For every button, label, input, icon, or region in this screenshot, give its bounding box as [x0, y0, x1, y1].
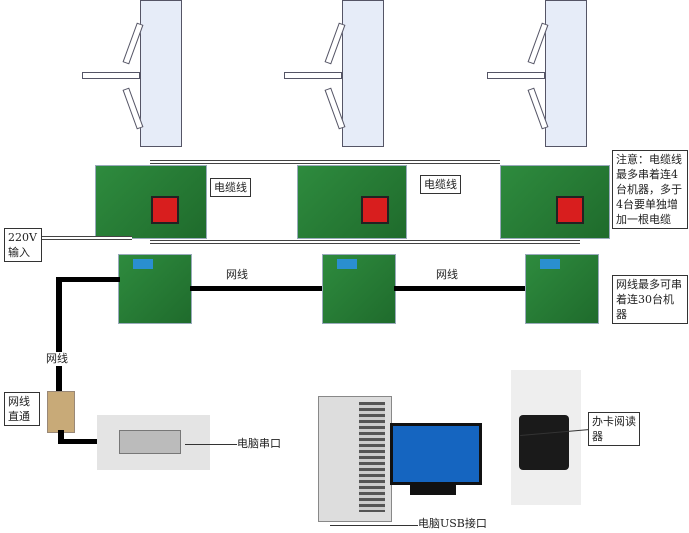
- power-note: 注意：电缆线最多串着连4台机器，多于4台要单独增加一根电缆: [612, 150, 688, 229]
- power-wire: [42, 236, 132, 240]
- power-board-1: [95, 165, 207, 239]
- network-cable: [58, 439, 118, 444]
- network-note: 网线最多可串着连30台机器: [612, 275, 688, 324]
- power-wire: [150, 160, 500, 164]
- network-cable: [190, 286, 322, 291]
- serial-label: 电脑串口: [237, 437, 281, 451]
- pc-tower: [318, 396, 392, 522]
- network-board-2: [322, 254, 396, 324]
- network-label-1: 网线: [226, 268, 248, 282]
- network-label-3: 网线: [46, 352, 68, 366]
- serial-line: [185, 444, 237, 445]
- straight-label: 网线直通: [4, 392, 40, 426]
- network-cable: [394, 286, 525, 291]
- network-label-2: 网线: [436, 268, 458, 282]
- power-input-label: 220V 输入: [4, 228, 42, 262]
- network-board-3: [525, 254, 599, 324]
- reader-label: 办卡阅读器: [588, 412, 640, 446]
- serial-adapter: [97, 415, 210, 470]
- network-cable: [56, 277, 120, 282]
- monitor: [390, 423, 482, 485]
- cable-label-2: 电缆线: [420, 175, 461, 194]
- monitor-stand: [410, 485, 456, 495]
- power-board-2: [297, 165, 407, 239]
- network-cable: [58, 430, 64, 444]
- straight-connector: [47, 391, 75, 433]
- card-reader: [511, 370, 581, 505]
- usb-label: 电脑USB接口: [418, 517, 487, 531]
- power-wire: [150, 240, 580, 244]
- network-cable: [56, 277, 62, 392]
- network-board-1: [118, 254, 192, 324]
- usb-line: [330, 525, 420, 526]
- power-board-3: [500, 165, 610, 239]
- cable-label-1: 电缆线: [210, 178, 251, 197]
